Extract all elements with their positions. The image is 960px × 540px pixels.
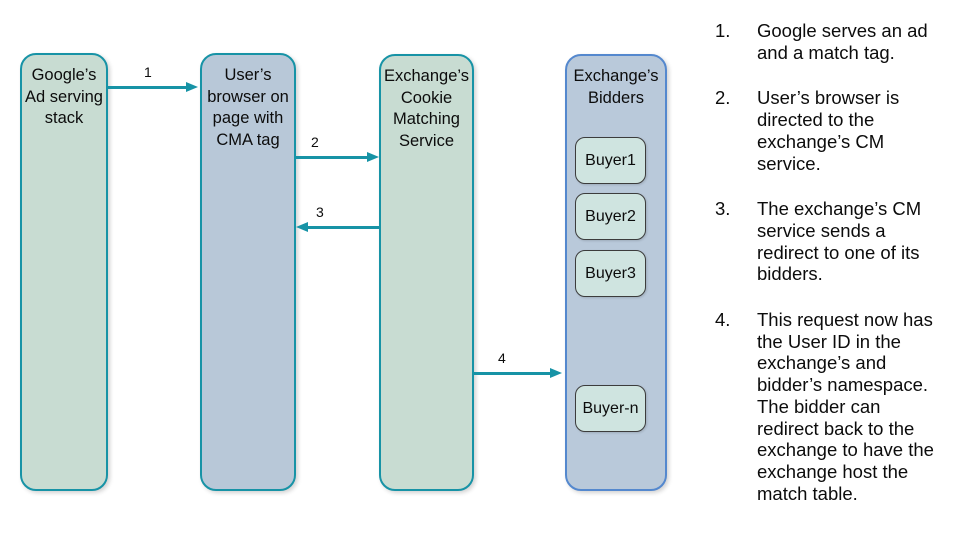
step-1-text: Google serves an ad and a match tag. [757,20,928,63]
arrow-step-1-number: 1 [144,64,152,80]
exchange-bidders-box: Exchange’s Bidders Buyer1 Buyer2 Buyer3 … [565,54,667,491]
arrow-step-4: 4 [474,351,562,379]
cookie-matching-service-box: Exchange’s Cookie Matching Service [379,54,474,491]
arrow-step-2: 2 [296,135,379,163]
arrowhead-right-icon [367,152,379,162]
buyer2-label: Buyer2 [585,207,636,225]
arrow-step-1-line [108,85,188,89]
buyer3-box: Buyer3 [575,250,646,297]
arrow-step-4-number: 4 [498,350,506,366]
step-item-4: 4. This request now has the User ID in t… [715,309,950,504]
cookie-matching-service-label: Exchange’s Cookie Matching Service [383,67,469,151]
step-4-text: This request now has the User ID in the … [757,309,934,504]
buyer1-box: Buyer1 [575,137,646,184]
step-item-3: 3. The exchange’s CM service sends a red… [715,198,950,285]
arrow-step-4-line [474,371,552,375]
step-item-1: 1. Google serves an ad and a match tag. [715,20,950,63]
google-ad-serving-stack-box: Google’s Ad serving stack [20,53,108,491]
arrow-step-2-number: 2 [311,134,319,150]
buyer-n-label: Buyer-n [582,399,639,417]
arrow-step-3-number: 3 [316,204,324,220]
user-browser-box: User’s browser on page with CMA tag [200,53,296,491]
buyer3-label: Buyer3 [585,264,636,282]
steps-list: 1. Google serves an ad and a match tag. … [715,20,950,528]
arrow-step-1: 1 [108,65,198,93]
arrowhead-left-icon [296,222,308,232]
arrowhead-right-icon [550,368,562,378]
step-4-number: 4. [715,309,731,331]
arrow-step-3: 3 [296,205,379,233]
arrow-step-3-line [306,225,379,229]
step-3-text: The exchange’s CM service sends a redire… [757,198,922,285]
buyer2-box: Buyer2 [575,193,646,240]
buyer-n-box: Buyer-n [575,385,646,432]
arrow-step-2-line [296,155,369,159]
google-ad-serving-stack-label: Google’s Ad serving stack [25,66,103,128]
exchange-bidders-label: Exchange’s Bidders [573,67,659,107]
user-browser-label: User’s browser on page with CMA tag [207,66,289,150]
step-1-number: 1. [715,20,731,41]
step-2-number: 2. [715,87,731,109]
buyer1-label: Buyer1 [585,151,636,169]
step-2-text: User’s browser is directed to the exchan… [757,87,900,174]
step-3-number: 3. [715,198,731,220]
step-item-2: 2. User’s browser is directed to the exc… [715,87,950,174]
arrowhead-right-icon [186,82,198,92]
